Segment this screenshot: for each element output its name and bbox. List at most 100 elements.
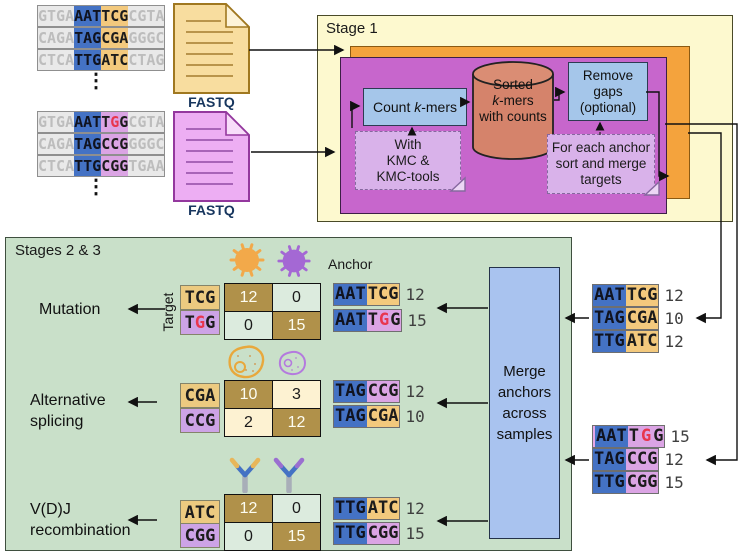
vdj-recombination-label: V(D)J recombination xyxy=(30,501,131,539)
anchor-kmer: TAG xyxy=(334,406,367,427)
read-anchor: AAT xyxy=(74,6,102,26)
matrix-cell: 12 xyxy=(273,409,320,436)
splicing-count-matrix: 10 3 2 12 xyxy=(224,380,321,437)
anchor-kmer: TTG xyxy=(593,472,626,493)
anchor-kmer: AAT xyxy=(593,285,626,306)
read-prefix: GTGA xyxy=(38,112,75,132)
anchor-count: 12 xyxy=(405,382,425,401)
antibody-icon-1 xyxy=(229,457,261,493)
fastq-file-icon-sample1 xyxy=(173,3,250,94)
vdj-count-matrix: 12 0 0 15 xyxy=(224,494,321,551)
read-target: T xyxy=(101,112,111,132)
count-kmers-label: Count k-mers xyxy=(372,98,458,115)
mutation-target-1: TCG xyxy=(180,285,220,310)
sorted-kmers-label: Sorted k-mers with counts xyxy=(479,77,547,124)
sort-merge-targets-note: For each anchor sort and merge targets xyxy=(547,134,660,196)
read-target: G xyxy=(119,112,129,132)
count-kmers-box: Count k-mers xyxy=(363,88,467,126)
read-suffix: TGAA xyxy=(128,156,165,176)
matrix-cell: 15 xyxy=(273,312,320,339)
target-kmer-mutant: G xyxy=(378,310,390,331)
read-anchor: TTG xyxy=(74,50,102,70)
kmc-tools-note: With KMC & KMC-tools xyxy=(355,131,466,192)
target-kmer: G xyxy=(652,426,665,447)
matrix-cell: 12 xyxy=(225,495,272,522)
anchor-count: 10 xyxy=(405,407,425,426)
anchor-kmer: AAT xyxy=(334,310,367,331)
ellipsis-icon: ⋮ xyxy=(86,70,106,92)
splicing-target-2: CCG xyxy=(180,408,220,433)
stages23-title: Stages 2 & 3 xyxy=(15,242,101,259)
read-target: CCG xyxy=(101,134,129,154)
fastq-label-sample2: FASTQ xyxy=(188,202,235,218)
alternative-splicing-label: Alternative splicing xyxy=(30,392,106,430)
anchor-column-label: Anchor xyxy=(328,256,373,272)
read-prefix: CAGA xyxy=(38,28,75,48)
read-prefix: GTGA xyxy=(38,6,75,26)
matrix-cell: 0 xyxy=(273,284,320,311)
matrix-cell: 0 xyxy=(225,312,272,339)
antibody-icon-2 xyxy=(273,457,305,493)
target-kmer: CGA xyxy=(625,308,659,329)
read-suffix: CGTA xyxy=(128,112,165,132)
read-prefix: CAGA xyxy=(38,134,75,154)
read-anchor: TAG xyxy=(74,134,102,154)
read-target: ATC xyxy=(101,50,129,70)
target-axis-label: Target xyxy=(160,292,176,332)
anchor-count: 12 xyxy=(664,332,684,351)
read-target-mutant: G xyxy=(110,112,120,132)
anchor-count: 15 xyxy=(405,524,425,543)
target-kmer: TCG xyxy=(625,285,659,306)
anchor-count: 10 xyxy=(664,309,684,328)
target-kmer: ATC xyxy=(625,331,659,352)
virus-icon-purple xyxy=(277,245,311,277)
matrix-cell: 0 xyxy=(273,495,320,522)
anchor-count: 12 xyxy=(405,499,425,518)
anchor-kmer: TTG xyxy=(593,331,626,352)
anchor-count: 15 xyxy=(407,311,427,330)
target-kmer: CGA xyxy=(366,406,400,427)
target-kmer: CCG xyxy=(625,449,659,470)
merge-anchors-box: Merge anchors across samples xyxy=(489,267,560,539)
target-kmer: TCG xyxy=(366,284,400,305)
read-suffix: GGGC xyxy=(128,28,165,48)
sorted-kmers-cylinder xyxy=(472,61,554,160)
matrix-cell: 3 xyxy=(273,381,320,408)
note-fold-icon xyxy=(643,180,660,196)
anchor-kmer: TTG xyxy=(334,498,367,519)
read-anchor: TTG xyxy=(74,156,102,176)
cell-icon-purple xyxy=(278,350,307,376)
anchor-count: 12 xyxy=(664,450,684,469)
anchor-kmer: TAG xyxy=(334,381,367,402)
matrix-cell: 15 xyxy=(273,523,320,550)
remove-gaps-box: Remove gaps (optional) xyxy=(568,62,648,121)
matrix-cell: 0 xyxy=(225,523,272,550)
target-kmer: T xyxy=(627,426,640,447)
splicing-target-1: CGA xyxy=(180,383,220,408)
anchor-kmer: AAT xyxy=(595,426,628,447)
read-prefix: CTCA xyxy=(38,156,75,176)
anchor-count: 15 xyxy=(670,427,690,446)
virus-icon-orange xyxy=(229,243,265,277)
read-suffix: GGGC xyxy=(128,134,165,154)
read-anchor: TAG xyxy=(74,28,102,48)
anchor-kmer: TTG xyxy=(334,523,367,544)
target-kmer: G xyxy=(389,310,402,331)
anchor-count: 12 xyxy=(664,286,684,305)
